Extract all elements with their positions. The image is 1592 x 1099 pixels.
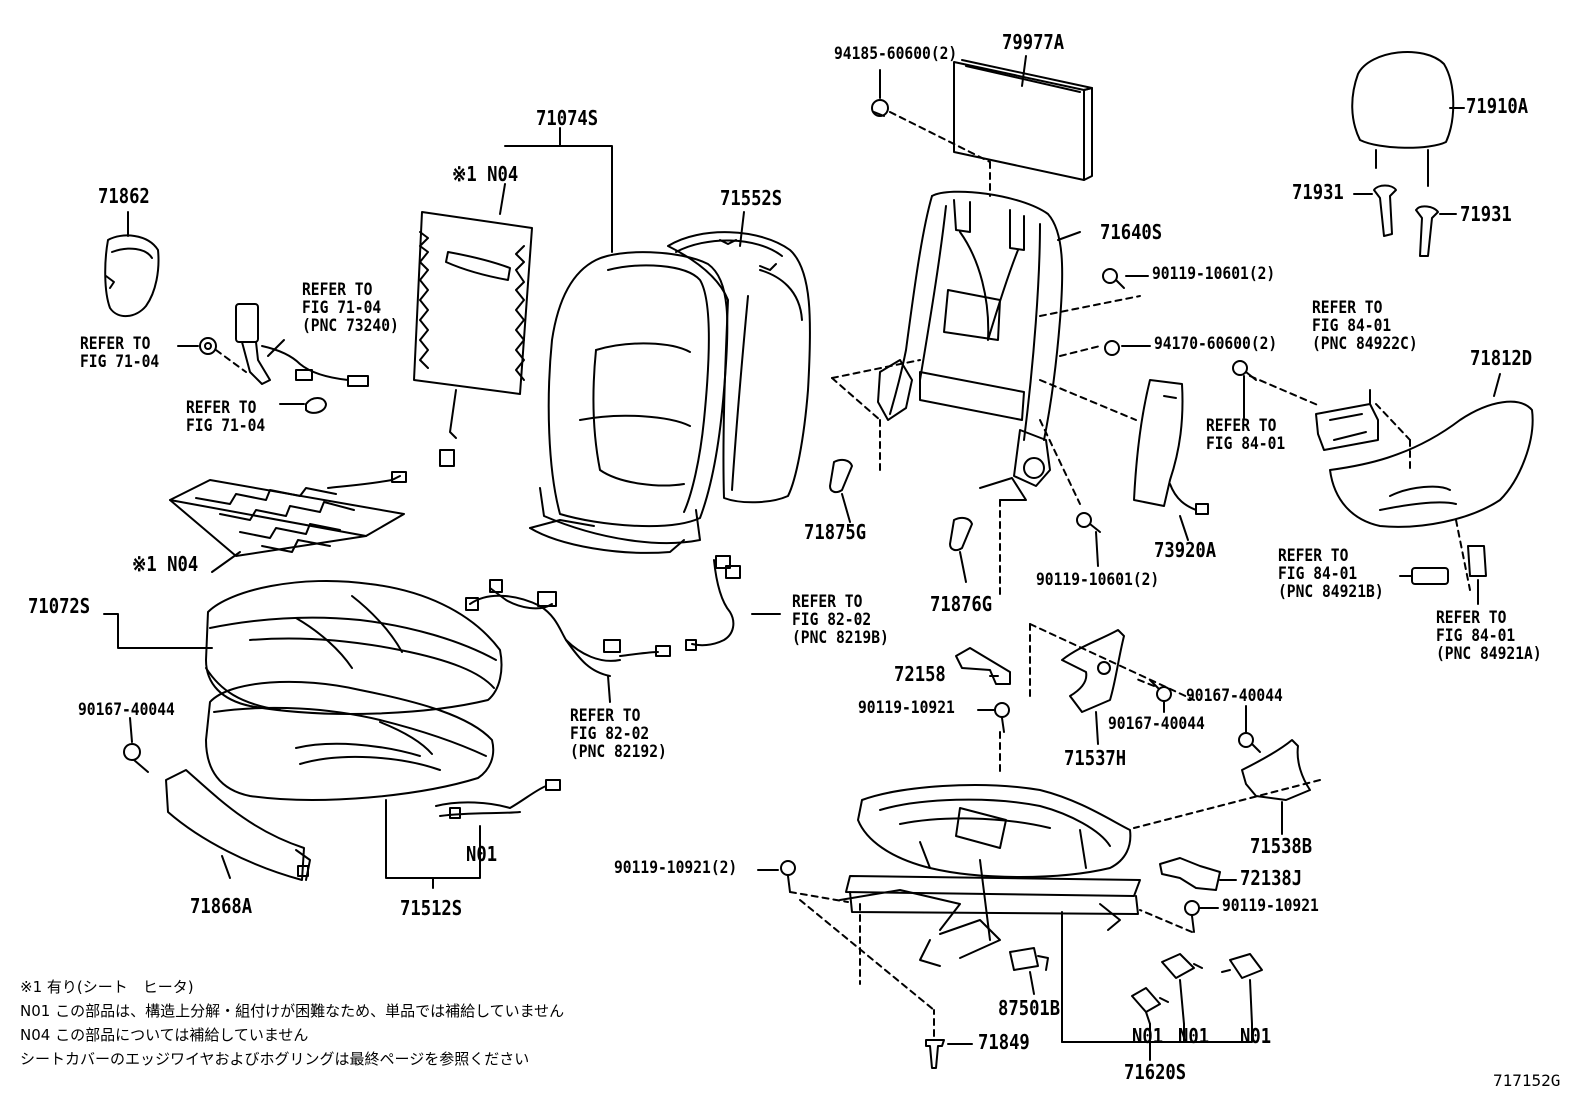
guide-71931-left-drawing	[1373, 184, 1397, 237]
refer-fig-71-04-lower: REFER TO FIG 71-04	[186, 398, 266, 436]
connector-87501B-drawing	[1009, 947, 1049, 971]
knob-84921B-drawing	[1411, 567, 1449, 585]
bolt-90119-10601-top-drawing	[1102, 268, 1125, 289]
part-label-72158: 72158	[894, 662, 946, 686]
part-label-71868A: 71868A	[190, 894, 253, 918]
bracket-71538B-drawing	[1241, 739, 1311, 801]
part-label-73920A: 73920A	[1154, 538, 1217, 562]
nut-94170-drawing	[1104, 340, 1120, 356]
part-label-n04-cushion: ※1 N04	[132, 552, 199, 576]
track-motor-3-drawing	[1221, 953, 1263, 979]
bolt-90119-10921-right-drawing	[1184, 900, 1200, 933]
side-airbag-harness-drawing	[685, 555, 741, 651]
seat-heater-cushion-drawing	[169, 471, 407, 557]
side-airbag-73920A-drawing	[1133, 379, 1209, 515]
headrest-71910A-drawing	[1351, 51, 1455, 187]
part-label-71640S: 71640S	[1100, 220, 1163, 244]
part-label-94185-60600: 94185-60600(2)	[834, 44, 958, 64]
cover-71876G-drawing	[949, 516, 973, 552]
bolt-90167-left-drawing	[123, 743, 149, 773]
part-label-90119-10921-2: 90119-10921(2)	[614, 858, 738, 878]
note-heater: ※1 有り(シート ヒータ)	[20, 978, 194, 996]
part-label-90119-10601-bottom: 90119-10601(2)	[1036, 570, 1160, 590]
refer-fig-82-02-pnc-82192: REFER TO FIG 82-02 (PNC 82192)	[570, 706, 667, 762]
note-edge-wire: シートカバーのエッジワイヤおよびホグリングは最終ページを参照ください	[20, 1050, 530, 1068]
part-label-71620S: 71620S	[1124, 1060, 1187, 1084]
part-label-94170-60600: 94170-60600(2)	[1154, 334, 1278, 354]
part-label-79977A: 79977A	[1002, 30, 1065, 54]
part-label-71072S: 71072S	[28, 594, 91, 618]
part-label-71552S: 71552S	[720, 186, 783, 210]
bracket-72158-drawing	[955, 647, 1011, 685]
bracket-71537H-drawing	[1061, 629, 1125, 713]
part-label-71910A: 71910A	[1466, 94, 1529, 118]
bolt-90119-10601-bottom-drawing	[1076, 512, 1101, 533]
refer-fig-84-01-pnc-84921a: REFER TO FIG 84-01 (PNC 84921A)	[1436, 608, 1542, 664]
refer-fig-71-04-left: REFER TO FIG 71-04	[80, 334, 160, 372]
part-label-71876G: 71876G	[930, 592, 993, 616]
part-label-71812D: 71812D	[1470, 346, 1533, 370]
knob-84921A-drawing	[1467, 545, 1487, 577]
bolt-90167-mid-drawing	[1149, 679, 1172, 702]
figure-id: 717152G	[1493, 1071, 1561, 1090]
part-label-71074S: 71074S	[536, 106, 599, 130]
part-label-n01-motor-1: N01	[1132, 1024, 1164, 1048]
part-label-90167-40044-right: 90167-40044	[1186, 686, 1283, 706]
part-label-n01-harness: N01	[466, 842, 498, 866]
refer-fig-84-01: REFER TO FIG 84-01	[1206, 416, 1286, 454]
part-label-n01-motor-2: N01	[1178, 1024, 1210, 1048]
power-seat-switch-drawing	[1315, 403, 1379, 451]
part-label-71538B: 71538B	[1250, 834, 1313, 858]
guide-71931-right-drawing	[1415, 205, 1439, 257]
note-n01: N01 この部品は、構造上分解・組付けが困難なため、単品では補給していません	[20, 1002, 565, 1020]
bolt-90119-10921-mid-drawing	[994, 702, 1010, 733]
seat-cushion-pad-drawing	[205, 680, 495, 801]
part-label-71849: 71849	[978, 1030, 1030, 1054]
refer-fig-82-02-pnc-8219b: REFER TO FIG 82-02 (PNC 8219B)	[792, 592, 889, 648]
bolt-90119-10921-2-drawing	[780, 860, 796, 893]
seat-track-frame-drawing	[839, 784, 1141, 967]
part-label-71875G: 71875G	[804, 520, 867, 544]
track-motor-1-drawing	[1131, 987, 1169, 1013]
part-label-n01-motor-3: N01	[1240, 1024, 1272, 1048]
front-trim-panel-drawing	[165, 769, 311, 881]
seatbelt-buckle-drawing	[199, 303, 369, 414]
part-label-71537H: 71537H	[1064, 746, 1127, 770]
nut-94185-drawing	[871, 99, 889, 117]
part-label-90119-10601-top: 90119-10601(2)	[1152, 264, 1276, 284]
cover-72138J-drawing	[1159, 857, 1221, 891]
part-label-n04-back: ※1 N04	[452, 162, 519, 186]
cover-71875G-drawing	[829, 458, 853, 494]
seat-back-cover-drawing	[529, 251, 729, 554]
seat-heater-back-drawing	[413, 211, 533, 467]
seat-back-frame-drawing	[877, 190, 1064, 501]
part-label-90167-40044-left: 90167-40044	[78, 700, 175, 720]
part-label-90119-10921-mid: 90119-10921	[858, 698, 955, 718]
bolt-90167-right-drawing	[1238, 732, 1261, 753]
seat-cushion-cover-drawing	[205, 579, 503, 715]
part-label-71862: 71862	[98, 184, 150, 208]
track-motor-2-drawing	[1161, 953, 1203, 979]
side-shield-71812D-drawing	[1329, 400, 1534, 528]
part-label-71512S: 71512S	[400, 896, 463, 920]
part-label-71931-left: 71931	[1292, 180, 1344, 204]
main-wire-harness-drawing	[465, 579, 671, 677]
part-label-90167-40044-mid: 90167-40044	[1108, 714, 1205, 734]
bolt-71849-drawing	[925, 1039, 945, 1069]
cushion-harness-drawing	[435, 779, 561, 819]
part-label-72138J: 72138J	[1240, 866, 1303, 890]
side-cover-71862-drawing	[104, 234, 160, 317]
seat-back-pad-drawing	[667, 231, 812, 504]
refer-fig-84-01-pnc-84921b: REFER TO FIG 84-01 (PNC 84921B)	[1278, 546, 1384, 602]
part-label-87501B: 87501B	[998, 996, 1061, 1020]
note-n04: N04 この部品については補給していません	[20, 1026, 309, 1044]
refer-fig-84-01-pnc-84922c: REFER TO FIG 84-01 (PNC 84922C)	[1312, 298, 1418, 354]
part-label-90119-10921-right: 90119-10921	[1222, 896, 1319, 916]
part-label-71931-right: 71931	[1460, 202, 1512, 226]
refer-fig-71-04-pnc-73240: REFER TO FIG 71-04 (PNC 73240)	[302, 280, 399, 336]
